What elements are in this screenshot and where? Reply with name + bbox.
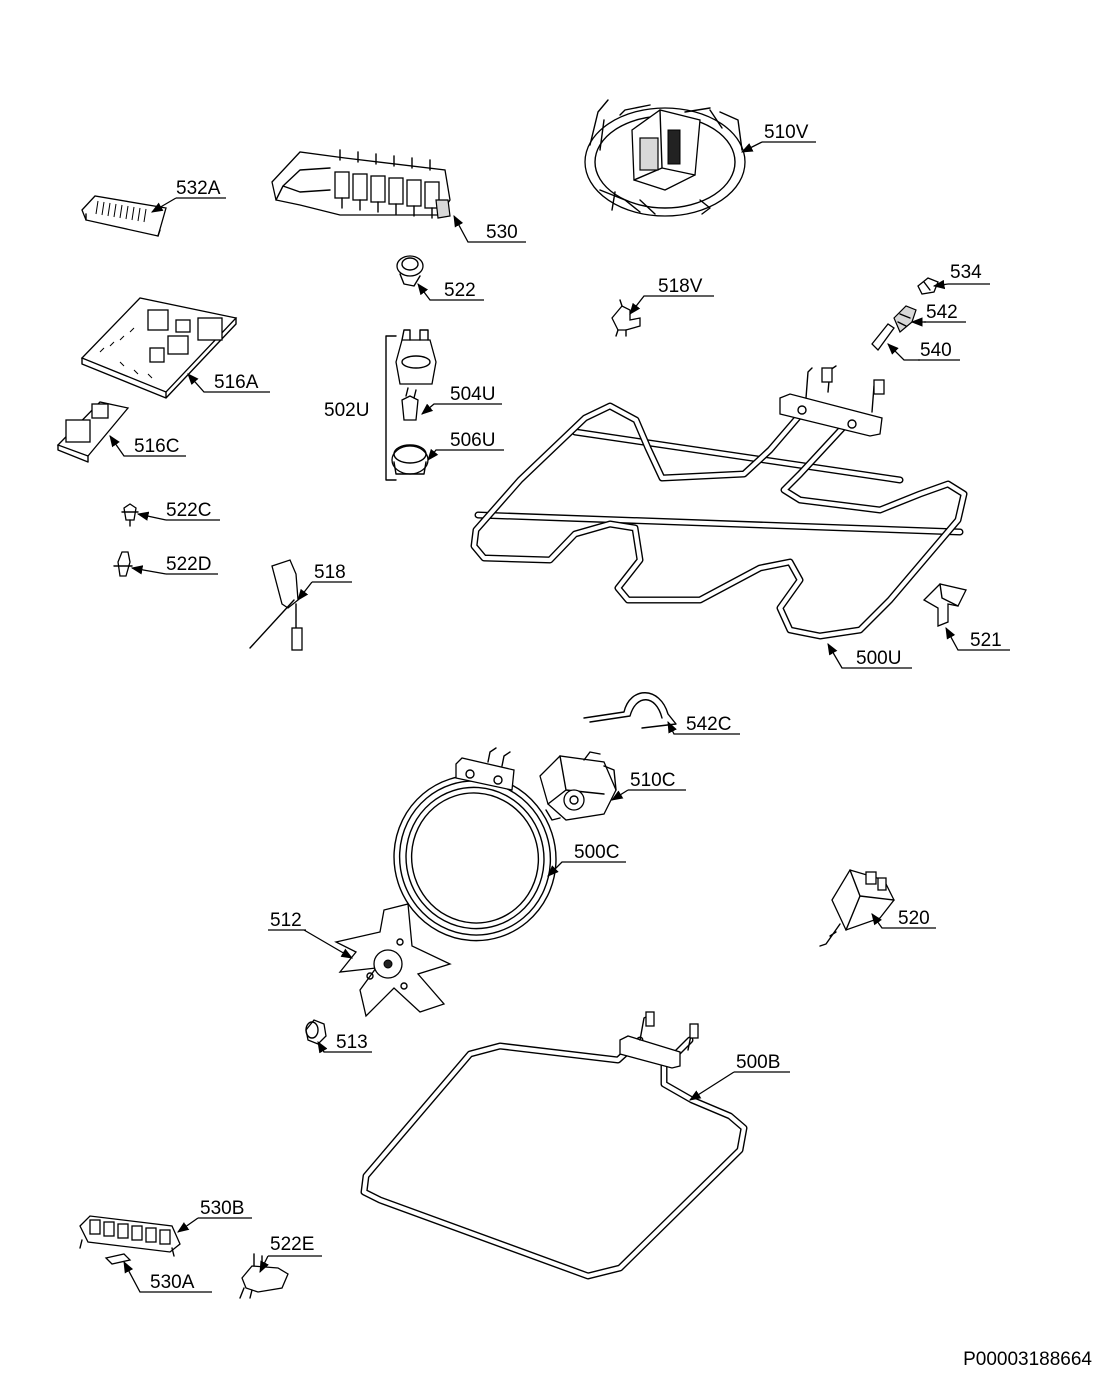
callout-520: 520 (898, 908, 930, 929)
part-516C-drawing (56, 401, 130, 463)
callout-labels: 532A 530 510V 522 518V 534 542 540 516A … (132, 122, 1010, 1293)
leader-lines (109, 141, 966, 1293)
part-513-drawing (305, 1019, 327, 1045)
part-510C-drawing (539, 751, 617, 821)
callout-510C: 510C (630, 770, 675, 791)
callout-500U: 500U (856, 648, 901, 669)
callout-513: 513 (336, 1032, 368, 1053)
callout-510V: 510V (764, 122, 809, 143)
part-540-drawing (871, 323, 895, 351)
part-500C-drawing (393, 747, 557, 942)
part-500U-drawing (470, 365, 968, 640)
part-520-drawing (819, 869, 895, 947)
document-reference: P00003188664 (963, 1349, 1092, 1370)
part-530-drawing (271, 149, 451, 219)
part-518-drawing (249, 559, 303, 651)
callout-542C: 542C (686, 714, 731, 735)
callout-518V: 518V (658, 276, 703, 297)
callout-530A: 530A (150, 1272, 195, 1293)
part-542-drawing (893, 305, 917, 333)
part-542C-drawing (583, 692, 677, 729)
callout-516A: 516A (214, 372, 259, 393)
callout-542: 542 (926, 302, 958, 323)
callout-530: 530 (486, 222, 518, 243)
callout-522E: 522E (270, 1234, 314, 1255)
callout-506U: 506U (450, 430, 495, 451)
part-530A-drawing (104, 1253, 132, 1265)
callout-532A: 532A (176, 178, 221, 199)
callout-530B: 530B (200, 1198, 244, 1219)
callout-518: 518 (314, 562, 346, 583)
part-521-drawing (922, 583, 967, 627)
part-510V-drawing (584, 99, 746, 217)
callout-534: 534 (950, 262, 982, 283)
callout-516C: 516C (134, 436, 179, 457)
callout-500C: 500C (574, 842, 619, 863)
callout-522C: 522C (166, 500, 211, 521)
part-522E-drawing (239, 1253, 289, 1299)
part-532A-drawing (81, 195, 167, 237)
callout-512: 512 (270, 910, 302, 931)
callout-504U: 504U (450, 384, 495, 405)
callout-521: 521 (970, 630, 1002, 651)
part-518V-drawing (611, 299, 641, 337)
callout-522: 522 (444, 280, 476, 301)
part-502U-group-drawing (385, 329, 437, 481)
part-530B-drawing (79, 1215, 181, 1257)
part-516A-drawing (80, 297, 238, 399)
part-512-drawing (334, 903, 452, 1018)
callout-502U: 502U (324, 400, 369, 421)
part-500B-drawing (360, 1011, 748, 1280)
callout-522D: 522D (166, 554, 211, 575)
part-522-drawing (396, 255, 424, 287)
callout-500B: 500B (736, 1052, 780, 1073)
callout-540: 540 (920, 340, 952, 361)
part-522D-drawing (113, 551, 133, 577)
part-522C-drawing (121, 503, 139, 527)
